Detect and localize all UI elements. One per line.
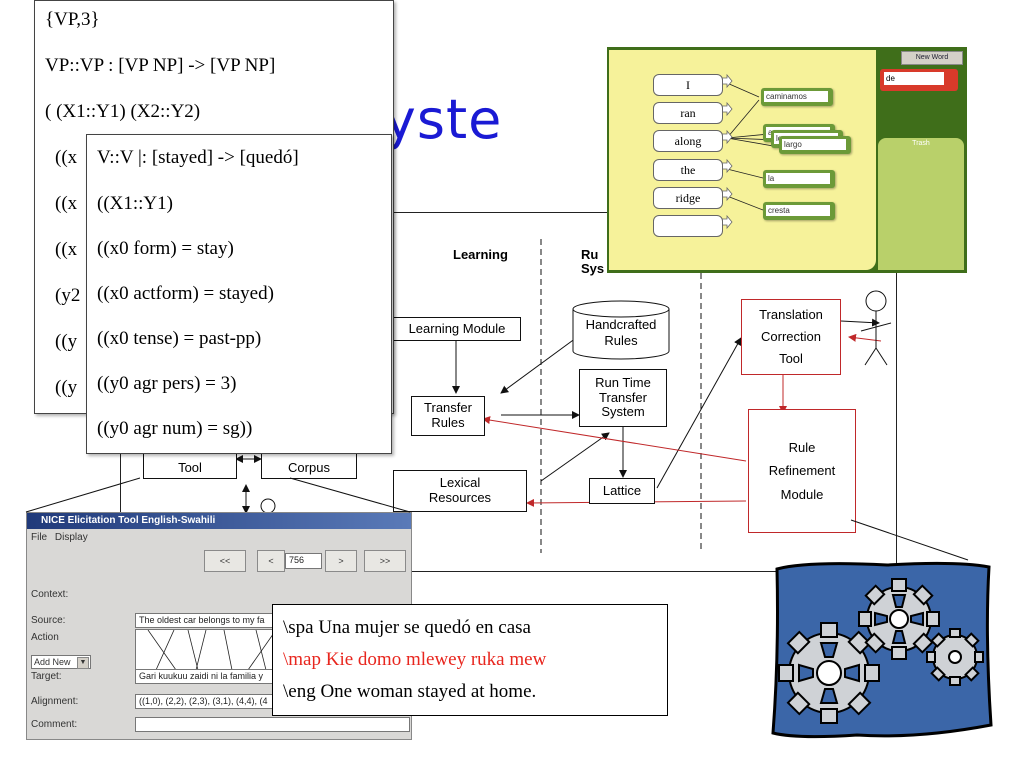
- rule-line: ((x0 tense) = past-pp): [97, 328, 262, 349]
- alignment-canvas: I ran along the ridge caminamos a lo lar…: [609, 50, 876, 270]
- rule-line: ((x: [55, 193, 78, 214]
- next-button[interactable]: >: [325, 550, 357, 572]
- source-word[interactable]: [653, 215, 723, 237]
- learning-module-box: Learning Module: [393, 317, 521, 341]
- run-time-transfer-box: Run Time Transfer System: [579, 369, 667, 427]
- alignment-label: Alignment:: [31, 696, 79, 707]
- arrow-lexical-to-runtime: [540, 432, 610, 482]
- prev-button[interactable]: <: [257, 550, 285, 572]
- rule-line: ((y: [55, 331, 78, 352]
- example-mapudungun: \map Kie domo mlewey ruka mew: [283, 649, 547, 670]
- record-index-field[interactable]: 756: [285, 553, 322, 569]
- diagram-connectors: [235, 239, 892, 553]
- new-word-button[interactable]: New Word: [901, 51, 963, 65]
- arrow-refinement-to-transfer: [482, 416, 747, 462]
- transfer-rules-box: Transfer Rules: [411, 396, 485, 436]
- translation-correction-tool-box: Translation Correction Tool: [741, 299, 841, 375]
- rule-line: ((x: [55, 239, 78, 260]
- source-word[interactable]: ran: [653, 102, 723, 124]
- example-sentences: \spa Una mujer se quedó en casa \map Kie…: [272, 604, 668, 716]
- new-word-widget[interactable]: de: [880, 69, 958, 91]
- chevron-down-icon[interactable]: ▼: [77, 657, 89, 669]
- rule-line: ((y0 agr pers) = 3): [97, 373, 237, 394]
- user-figure: [860, 290, 892, 366]
- target-word-label: cresta: [766, 205, 830, 216]
- target-word[interactable]: caminamos: [761, 88, 833, 106]
- handcrafted-rules-label: Handcrafted Rules: [585, 317, 657, 348]
- action-select-value: Add New: [34, 657, 71, 667]
- rule-line: {VP,3}: [45, 9, 100, 30]
- new-word-input[interactable]: de: [884, 72, 944, 85]
- menu-file[interactable]: File: [31, 532, 48, 543]
- source-word[interactable]: the: [653, 159, 723, 181]
- lattice-label: Lattice: [602, 482, 642, 498]
- section-label-runtime: Ru: [581, 247, 599, 262]
- target-word[interactable]: la: [763, 170, 835, 188]
- target-word[interactable]: largo: [779, 136, 851, 154]
- lexical-resources-box: Lexical Resources: [393, 470, 527, 512]
- comment-label: Comment:: [31, 719, 78, 730]
- rule-line: ((x0 form) = stay): [97, 238, 234, 259]
- section-label-learning: Learning: [453, 247, 508, 262]
- example-spanish: \spa Una mujer se quedó en casa: [283, 617, 531, 638]
- comment-field[interactable]: [135, 717, 410, 732]
- target-word-label: largo: [782, 139, 846, 150]
- alignment-graph-lines: [147, 629, 277, 671]
- alignment-links: [721, 73, 786, 230]
- rule-line: (y2: [55, 285, 81, 306]
- source-word[interactable]: I: [653, 74, 723, 96]
- action-select[interactable]: Add New ▼: [31, 655, 91, 669]
- learning-module-label: Learning Module: [408, 320, 506, 336]
- context-label: Context:: [31, 589, 69, 600]
- window-titlebar: NICE Elicitation Tool English-Swahili: [27, 513, 411, 529]
- example-english: \eng One woman stayed at home.: [283, 681, 537, 702]
- gears-icon: [771, 561, 993, 739]
- target-word[interactable]: cresta: [763, 202, 835, 220]
- rule-line: ((X1::Y1): [97, 193, 173, 214]
- elicitation-tool-window: NICE Elicitation Tool English-Swahili Fi…: [26, 512, 412, 740]
- handcrafted-rules-cylinder: [572, 300, 670, 360]
- trash-label: Trash: [912, 140, 930, 147]
- target-label: Target:: [31, 671, 62, 682]
- rule-line: ((x: [55, 147, 78, 168]
- rule-line: ((y: [55, 377, 78, 398]
- section-label-runtime-2: Sys: [581, 261, 605, 276]
- target-word-label: la: [766, 173, 830, 184]
- rule-refinement-module-box: Rule Refinement Module: [748, 409, 856, 533]
- rule-line: VP::VP : [VP NP] -> [VP NP]: [45, 55, 276, 76]
- elicitation-corpus-label: Corpus: [288, 460, 330, 476]
- action-label: Action: [31, 632, 59, 643]
- rule-line: V::V |: [stayed] -> [quedó]: [97, 147, 299, 168]
- last-button[interactable]: >>: [364, 550, 406, 572]
- gears-clipart: [767, 555, 993, 743]
- lattice-box: Lattice: [589, 478, 655, 504]
- trash-area[interactable]: Trash: [878, 138, 964, 270]
- arrow-handcrafted-to-transfer: [500, 337, 577, 394]
- first-button[interactable]: <<: [204, 550, 246, 572]
- source-label: Source:: [31, 615, 66, 626]
- source-word[interactable]: ridge: [653, 187, 723, 209]
- rule-line: ( (X1::Y1) (X2::Y2): [45, 101, 201, 122]
- source-word[interactable]: along: [653, 130, 723, 152]
- arrow-lattice-to-correction: [656, 337, 742, 489]
- rule-line: ((y0 agr num) = sg)): [97, 418, 253, 439]
- target-word-label: caminamos: [764, 91, 828, 102]
- arrow-correction-to-user: [840, 318, 880, 327]
- rule-line: ((x0 actform) = stayed): [97, 283, 274, 304]
- menu-display[interactable]: Display: [54, 532, 88, 543]
- menu-bar: File Display: [31, 532, 88, 543]
- correction-gui: I ran along the ridge caminamos a lo lar…: [607, 47, 967, 273]
- transfer-rule-panel-front: V::V |: [stayed] -> [quedó] ((X1::Y1) ((…: [86, 134, 392, 454]
- elicitation-tool-label: Tool: [178, 460, 202, 476]
